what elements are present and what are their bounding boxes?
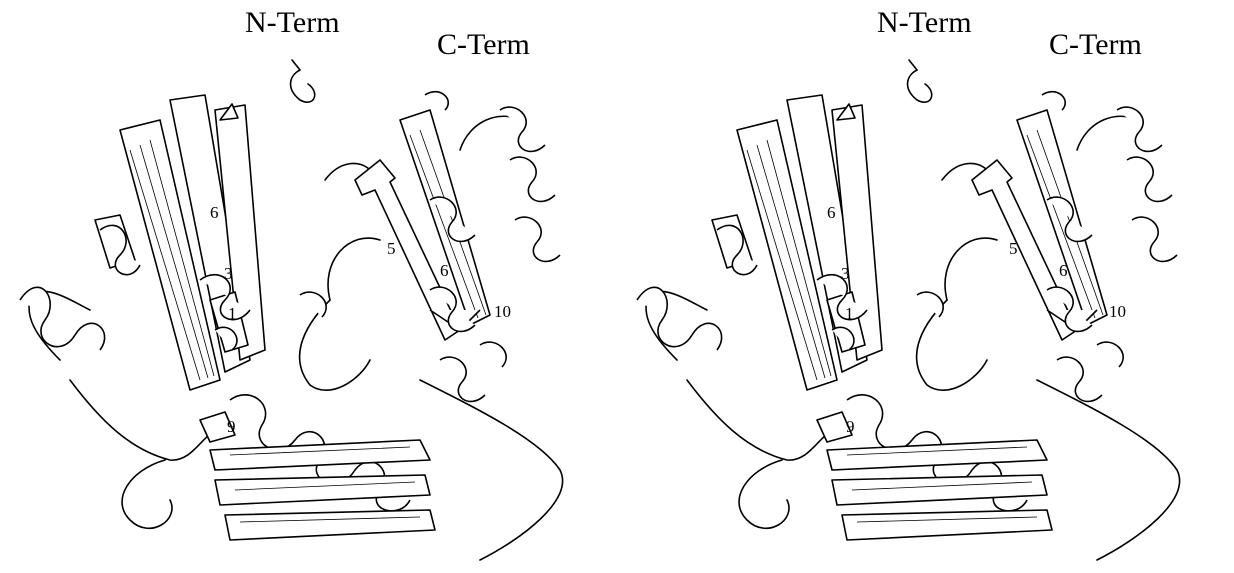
strand-label: 9 (846, 418, 855, 435)
strand-label: 3 (224, 265, 233, 282)
protein-ribbon-left (0, 0, 617, 573)
strand-label: 5 (1009, 240, 1018, 257)
c-terminus-label: C-Term (437, 30, 530, 60)
n-terminus-label: N-Term (877, 8, 972, 38)
protein-ribbon-right (617, 0, 1234, 573)
strand-label: 6 (1059, 262, 1068, 279)
strand-label: 6 (210, 204, 219, 221)
stereo-view-right: N-Term C-Term 6 3 1 5 6 10 9 (617, 0, 1234, 573)
strand-label: 5 (387, 240, 396, 257)
stereo-view-left: N-Term C-Term 6 3 1 5 6 10 9 (0, 0, 617, 573)
strand-label: 1 (845, 305, 854, 322)
strand-label: 9 (227, 418, 236, 435)
strand-label: 6 (827, 204, 836, 221)
strand-label: 10 (494, 303, 511, 320)
n-terminus-label: N-Term (245, 8, 340, 38)
c-terminus-label: C-Term (1049, 30, 1142, 60)
strand-label: 3 (841, 265, 850, 282)
strand-label: 1 (228, 305, 237, 322)
strand-label: 6 (440, 262, 449, 279)
strand-label: 10 (1109, 303, 1126, 320)
